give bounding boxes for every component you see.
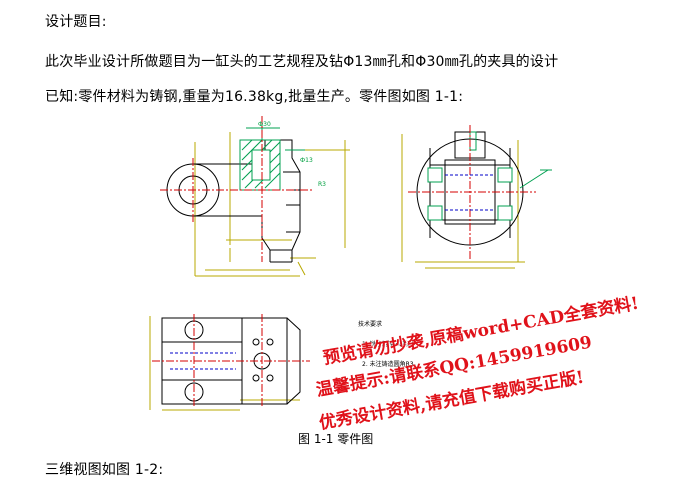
side-view (401, 125, 552, 269)
technical-note-2: 2. 未注铸造圆角R3。 (362, 360, 420, 368)
svg-text:Ф30: Ф30 (258, 121, 271, 128)
svg-text:R3: R3 (318, 181, 326, 188)
design-topic-description: 此次毕业设计所做题目为一缸头的工艺规程及钻Φ13㎜孔和Φ30㎜孔的夹具的设计 (45, 54, 559, 70)
section-3d-view: 三维视图如图 1-2: (45, 462, 164, 478)
technical-notes-title: 技术要求 (358, 320, 382, 328)
svg-text:Ф13: Ф13 (300, 157, 313, 164)
top-view (149, 314, 310, 411)
front-view: Ф30 Ф13 R3 (160, 116, 350, 277)
part-known-info: 已知:零件材料为铸钢,重量为16.38kg,批量生产。零件图如图 1-1: (45, 89, 464, 105)
design-topic-heading: 设计题目: (45, 14, 107, 30)
figure-caption: 图 1-1 零件图 (298, 432, 374, 446)
technical-note-1: 1. 锐边倒钝,去毛刺。 (362, 340, 420, 348)
